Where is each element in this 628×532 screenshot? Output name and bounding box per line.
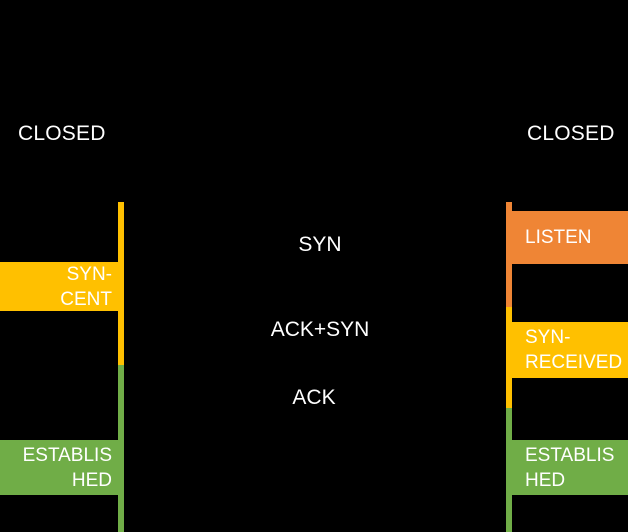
server-lifeline-segment-1 xyxy=(506,307,512,408)
state-label-server-syn-received: SYN- RECEIVED xyxy=(525,327,623,373)
state-label-client-established: ESTABLIS HED xyxy=(22,444,112,491)
state-box-client-established: ESTABLIS HED xyxy=(0,440,124,495)
state-label-client-syn-sent: SYN- CENT xyxy=(60,263,112,310)
endpoint-label-server: CLOSED xyxy=(527,122,615,145)
server-lifeline-segment-0 xyxy=(506,202,512,307)
message-label-msg-ack: ACK xyxy=(292,386,336,409)
state-box-server-established: ESTABLIS HED xyxy=(511,440,628,495)
message-label-msg-ack-syn: ACK+SYN xyxy=(270,318,370,341)
endpoint-label-client: CLOSED xyxy=(18,122,106,145)
state-label-server-established: ESTABLIS HED xyxy=(525,444,615,491)
server-lifeline-segment-2 xyxy=(506,408,512,532)
state-label-server-listen: LISTEN xyxy=(525,227,592,248)
state-box-server-listen: LISTEN xyxy=(511,211,628,264)
state-box-client-syn-sent: SYN- CENT xyxy=(0,262,124,311)
state-box-server-syn-received: SYN- RECEIVED xyxy=(511,322,628,378)
message-label-msg-syn: SYN xyxy=(298,233,342,256)
